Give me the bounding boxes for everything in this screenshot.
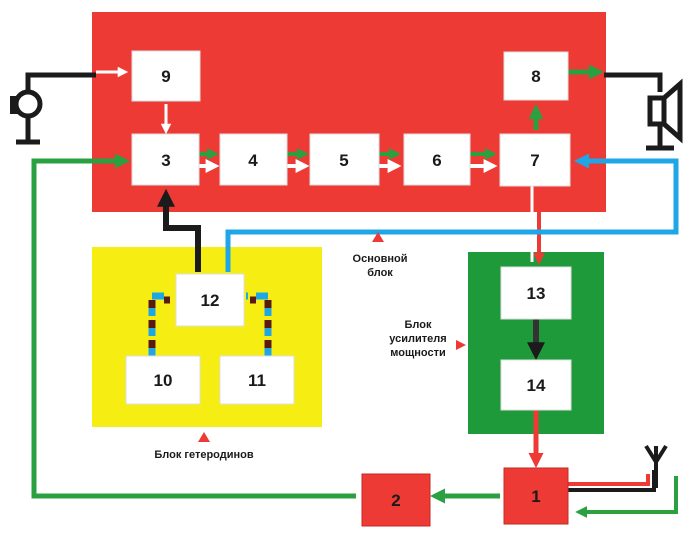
line-11-to-12 [246,292,272,356]
block-14: 14 [500,359,572,411]
block-9: 9 [131,50,201,102]
svg-text:14: 14 [527,376,546,395]
block-10: 10 [125,355,201,405]
microphone-icon [10,72,96,145]
line-10-to-12 [148,292,172,356]
svg-text:8: 8 [531,67,540,86]
block-6: 6 [403,133,471,186]
svg-text:13: 13 [527,284,546,303]
block-12: 12 [175,273,245,327]
svg-text:12: 12 [201,291,220,310]
block-7: 7 [499,133,571,187]
caption-main-block: Основной блок [353,232,408,279]
svg-text:7: 7 [530,151,539,170]
svg-text:9: 9 [161,67,170,86]
block-13: 13 [500,266,572,320]
svg-text:6: 6 [432,151,441,170]
green-feedback-line [31,153,500,504]
svg-text:4: 4 [248,151,258,170]
block-2: 2 [361,473,431,527]
block-1: 1 [503,467,569,525]
main-chain-lines [199,148,498,173]
svg-text:1: 1 [531,487,540,506]
svg-text:3: 3 [161,151,170,170]
svg-text:5: 5 [339,151,348,170]
svg-text:усилителя: усилителя [389,333,446,345]
block-4: 4 [219,133,288,186]
line-7-to-13 [530,186,545,265]
svg-text:мощности: мощности [390,347,445,359]
svg-text:2: 2 [391,491,400,510]
block-5: 5 [309,133,380,186]
block-3: 3 [131,133,200,186]
caption-amplifier-block: Блок усилителя мощности [389,319,466,359]
svg-text:11: 11 [248,371,266,390]
line-12-to-7-blue [225,153,679,272]
svg-text:Основной: Основной [353,253,408,265]
line-12-to-3 [157,188,201,272]
svg-text:Блок гетеродинов: Блок гетеродинов [154,449,253,461]
antenna-icon [644,444,668,488]
svg-text:Блок: Блок [405,319,432,331]
block-11: 11 [219,355,295,405]
speaker-icon [604,72,683,151]
svg-text:блок: блок [367,267,393,279]
caption-heterodyne-block: Блок гетеродинов [154,432,254,461]
antenna-lines [568,470,678,518]
svg-text:10: 10 [154,371,173,390]
block-8: 8 [503,51,569,101]
